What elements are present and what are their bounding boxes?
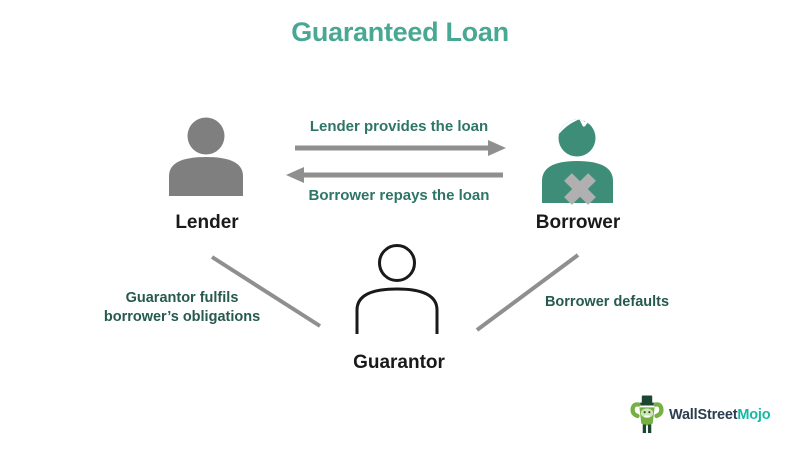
brand-logo: WallStreetMojo [628,394,771,436]
lender-guarantor-line [210,255,322,328]
page-title: Guaranteed Loan [291,17,509,47]
brand-name-primary: WallStreet [669,407,738,423]
loan-arrow [295,140,506,156]
loan-flow-label: Lender provides the loan [309,118,489,135]
guarantor-person-icon [355,244,439,334]
guarantee-note-line1: Guarantor fulfils [125,290,239,306]
borrower-person-icon [542,119,613,205]
guarantor-label: Guarantor [353,352,445,373]
brand-name-secondary: Mojo [737,407,771,423]
wallstreetmojo-mascot-icon [630,395,664,434]
borrower-label: Borrower [535,212,621,233]
repayment-flow-label: Borrower repays the loan [308,187,490,204]
default-cross-icon [564,173,596,205]
borrower-guarantor-line [475,253,580,332]
guarantee-note-line2: borrower’s obligations [103,309,261,325]
guarantee-note: Guarantor fulfils borrower’s obligations [104,289,260,327]
lender-person-icon [169,117,243,196]
brand-name: WallStreetMojo [669,407,771,423]
lender-label: Lender [175,212,239,233]
repayment-arrow [286,167,503,183]
default-note: Borrower defaults [544,294,670,310]
